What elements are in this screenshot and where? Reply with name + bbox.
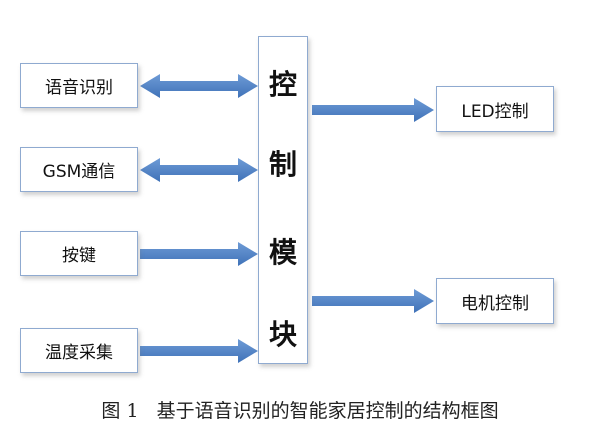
- input-box-keys: 按键: [20, 231, 138, 276]
- input-box-gsm: GSM通信: [20, 147, 138, 192]
- control-module-char-4: 块: [268, 318, 297, 351]
- figure-caption-text: 基于语音识别的智能家居控制的结构框图: [156, 400, 499, 422]
- input-label-speech-recognition: 语音识别: [45, 78, 113, 98]
- arrow-control-to-motor: [312, 289, 434, 313]
- input-label-keys: 按键: [62, 246, 96, 266]
- output-label-motor: 电机控制: [461, 293, 529, 314]
- control-module-char-1: 控: [268, 68, 297, 101]
- output-box-motor: 电机控制: [436, 278, 554, 324]
- input-box-speech-recognition: 语音识别: [20, 63, 138, 108]
- arrow-key-to-control: [140, 242, 258, 266]
- output-box-led: LED控制: [436, 86, 554, 132]
- input-label-gsm: GSM通信: [42, 162, 116, 182]
- arrow-gsm-to-control: [140, 158, 258, 182]
- arrow-speech-to-control: [140, 74, 258, 98]
- control-module-box: 控 制 模 块: [258, 36, 308, 364]
- output-label-led: LED控制: [461, 101, 529, 122]
- arrow-temp-to-control: [140, 339, 258, 363]
- arrow-control-to-led: [312, 98, 434, 122]
- input-label-temperature: 温度采集: [45, 343, 113, 363]
- figure-caption: 图 1 基于语音识别的智能家居控制的结构框图: [0, 396, 600, 423]
- input-box-temperature: 温度采集: [20, 328, 138, 373]
- control-module-char-2: 制: [268, 148, 297, 181]
- control-module-char-3: 模: [268, 236, 297, 269]
- figure-number: 图 1: [101, 400, 139, 422]
